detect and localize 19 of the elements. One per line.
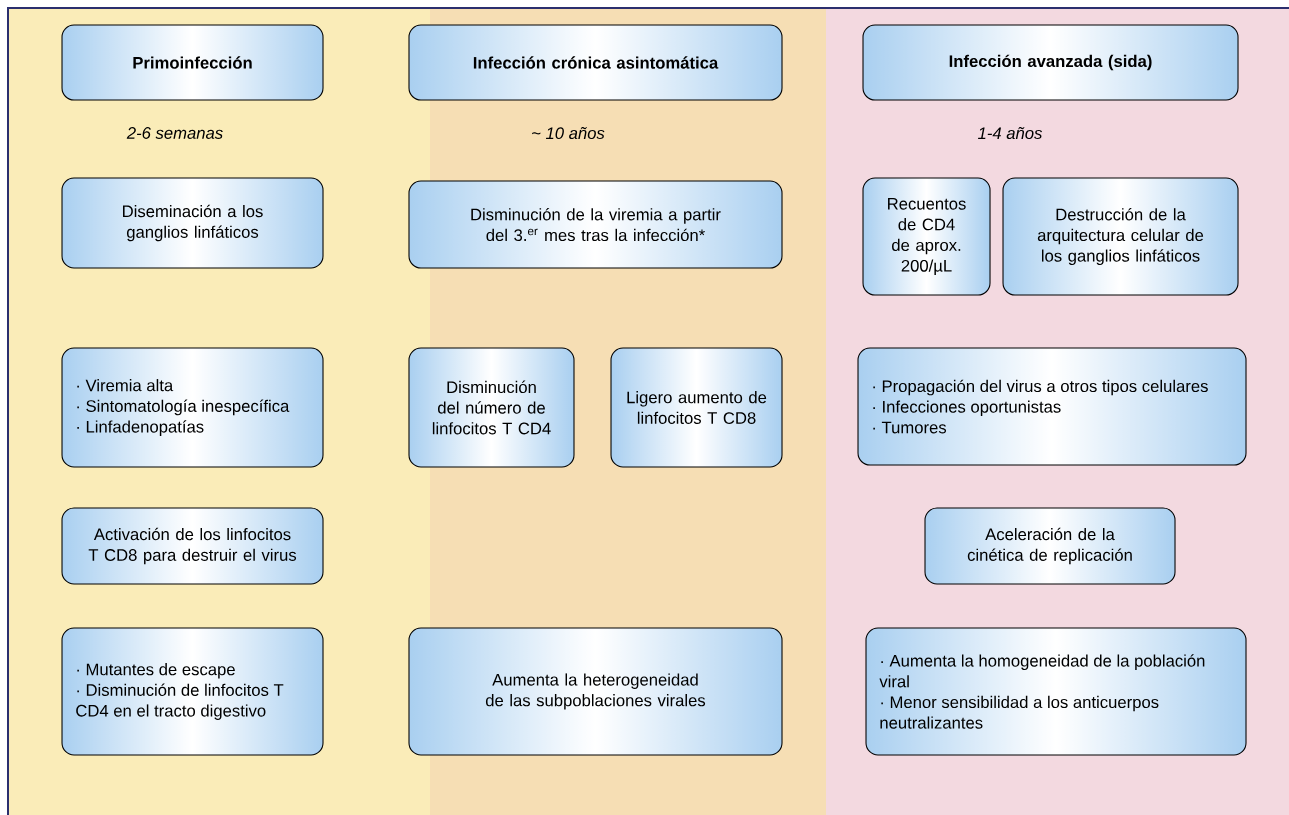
header-box: Infección crónica asintomática [408,24,783,101]
info-box: Aumenta la heterogeneidad de las subpoblaciones virales [408,627,783,756]
info-box: Recuentos de CD4 de aprox. 200/µL [862,177,991,296]
duration-label: ~ 10 años [532,126,605,140]
bullet-list-box: · Viremia alta · Sintomatología inespecífica · Linfadenopatías [61,347,324,468]
duration-label: 1-4 años [978,126,1043,140]
bullet-list-box: · Propagación del virus a otros tipos celulares · Infecciones oportunistas · Tumores [857,347,1247,466]
bullet-list-box: · Mutantes de escape · Disminución de linfocitos T CD4 en el tracto digestivo [61,627,324,756]
info-box: Disminución de la viremia a partir del 3.$^{er}$ mes tras la infección* [408,180,783,269]
info-box: Destrucción de la arquitectura celular de los ganglios linfáticos [1002,177,1239,296]
header-box: Primoinfección [61,24,324,101]
info-box: Diseminación a los ganglios linfáticos [61,177,324,269]
bullet-list-box: · Aumenta la homogeneidad de la población viral · Menor sensibilidad a los anticuerpos neutralizantes [865,627,1247,756]
info-box: Aceleración de la cinética de replicación [924,507,1176,585]
duration-label: 2-6 semanas [126,127,223,139]
header-box: Infección avanzada (sida) [862,24,1239,101]
info-box: Activación de los linfocitos T CD8 para destruir el virus [61,507,324,585]
info-box: Disminución del número de linfocitos T CD4 [408,347,575,468]
info-box: Ligero aumento de linfocitos T CD8 [610,347,783,468]
